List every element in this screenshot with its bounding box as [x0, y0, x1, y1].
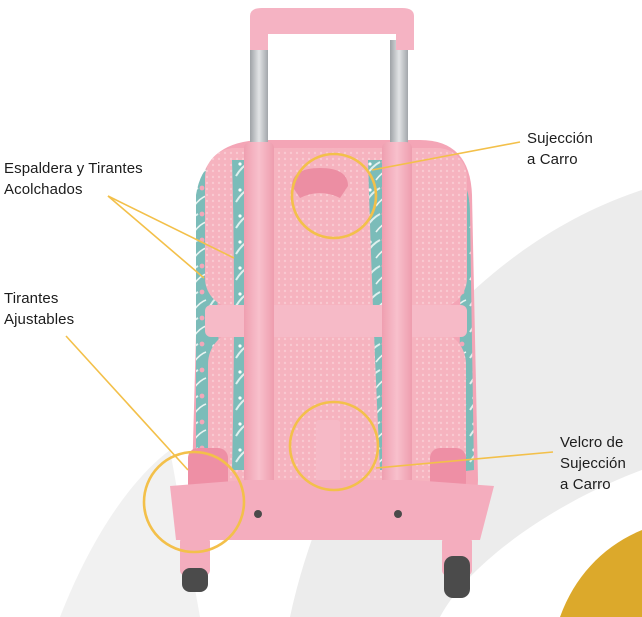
- callout-line-back-1: [107, 195, 235, 259]
- callout-line-hook: [371, 141, 521, 171]
- callout-circles: [142, 152, 380, 554]
- trolley-screw-left: [254, 510, 262, 518]
- callout-cart-hook: Sujección a Carro: [527, 128, 593, 170]
- callout-circle-hook: [290, 152, 378, 240]
- trolley-rail-left: [244, 142, 274, 522]
- strap-buckle-right: [430, 448, 466, 492]
- trolley-base: [170, 480, 494, 540]
- callout-straps-line1: Tirantes: [4, 290, 59, 307]
- wheel-housing-left: [180, 536, 210, 576]
- trolley-rail-right: [382, 142, 412, 522]
- callout-velcro-hook: Velcro de Sujección a Carro: [560, 432, 626, 495]
- trolley: [170, 8, 494, 598]
- callout-hook-line1: Sujección: [527, 130, 593, 147]
- callout-velcro-line3: a Carro: [560, 476, 611, 493]
- callout-back-padding-line2: Acolchados: [4, 181, 83, 198]
- callout-hook-line2: a Carro: [527, 151, 578, 168]
- wheel-left: [182, 568, 208, 592]
- trolley-handle-grip: [250, 8, 414, 50]
- wheel-right: [444, 556, 470, 598]
- trolley-pole-left: [250, 40, 268, 150]
- callout-lines: [65, 141, 554, 471]
- callout-back-padding: Espaldera y Tirantes Acolchados: [4, 158, 143, 200]
- callout-straps-line2: Ajustables: [4, 311, 75, 328]
- trolley-screw-right: [394, 510, 402, 518]
- callout-line-back-2: [107, 195, 205, 279]
- callout-line-straps: [65, 335, 189, 471]
- gray-swoosh-left: [60, 450, 200, 617]
- callout-adjustable-straps: Tirantes Ajustables: [4, 288, 74, 330]
- top-grab-handle: [292, 168, 348, 198]
- callout-back-padding-line1: Espaldera y Tirantes: [4, 160, 143, 177]
- gold-swoosh-decoration: [560, 530, 642, 617]
- callout-circle-velcro: [288, 400, 380, 492]
- callout-velcro-line1: Velcro de: [560, 434, 624, 451]
- callout-circle-straps: [142, 450, 246, 554]
- callout-line-velcro: [375, 451, 554, 469]
- trolley-pole-right: [390, 40, 408, 150]
- callout-velcro-line2: Sujección: [560, 455, 626, 472]
